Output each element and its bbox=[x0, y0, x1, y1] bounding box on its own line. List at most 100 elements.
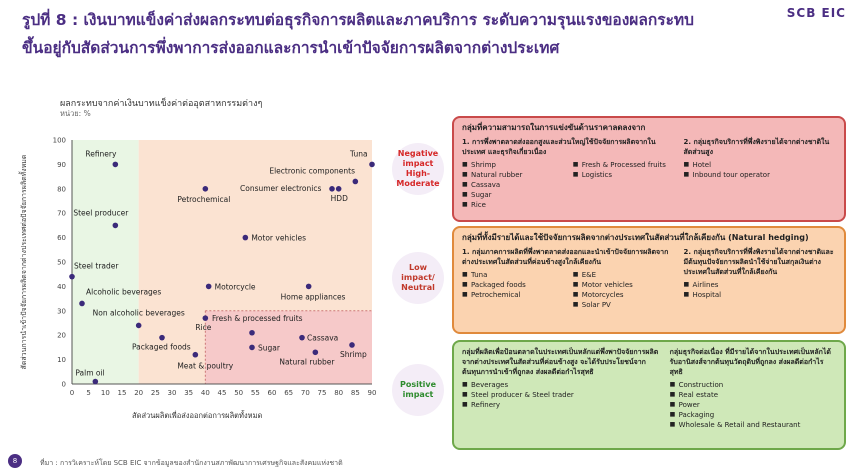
y-tick-label: 70 bbox=[57, 210, 66, 218]
scatter-point bbox=[135, 322, 142, 329]
point-label: Fresh & processed fruits bbox=[212, 314, 303, 323]
list-item: Motor vehicles bbox=[573, 280, 676, 290]
industry-list: BeveragesSteel producer & Steel traderRe… bbox=[462, 380, 662, 410]
x-tick-label: 25 bbox=[151, 389, 160, 397]
list-item: Motorcycles bbox=[573, 290, 676, 300]
point-label: Sugar bbox=[258, 343, 281, 352]
list-item: E&E bbox=[573, 270, 676, 280]
x-tick-label: 55 bbox=[251, 389, 260, 397]
page-title: รูปที่ 8 : เงินบาทแข็งค่าส่งผลกระทบต่อธุ… bbox=[22, 6, 802, 62]
scatter-point bbox=[192, 351, 199, 358]
scatter-point bbox=[312, 349, 319, 356]
zone-negative bbox=[205, 310, 372, 384]
scatter-point bbox=[205, 283, 212, 290]
box-subheading: 1. กลุ่มภาคการผลิตที่พึ่งพาตลาดส่งออกและ… bbox=[462, 248, 669, 266]
scatter-point bbox=[159, 334, 165, 341]
y-tick-label: 0 bbox=[62, 381, 66, 389]
box-heading: กลุ่มที่ทั้งมีรายได้และใช้ปัจจัยการผลิตจ… bbox=[462, 233, 809, 242]
x-tick-label: 85 bbox=[351, 389, 360, 397]
point-label: Natural rubber bbox=[279, 357, 335, 366]
chart-unit: หน่วย: % bbox=[60, 109, 91, 118]
list-item: Petrochemical bbox=[462, 290, 565, 300]
x-tick-label: 65 bbox=[284, 389, 293, 397]
scatter-point bbox=[202, 186, 209, 192]
box-subheading: กลุ่มที่ผลิตเพื่อป้อนตลาดในประเทศเป็นหลั… bbox=[462, 348, 659, 376]
point-label: Alcoholic beverages bbox=[86, 287, 161, 296]
industry-list: HotelInbound tour operator bbox=[684, 160, 837, 180]
list-item: Tuna bbox=[462, 270, 565, 280]
scatter-point bbox=[112, 222, 119, 229]
low-impact-label: Low impact/ Neutral bbox=[392, 252, 444, 304]
x-tick-label: 35 bbox=[184, 389, 193, 397]
point-label: Tuna bbox=[349, 149, 368, 158]
industry-list: E&EMotor vehiclesMotorcyclesSolar PV bbox=[573, 270, 676, 310]
point-label: Shrimp bbox=[340, 350, 367, 359]
page-number: 8 bbox=[8, 454, 22, 468]
industry-list: ConstructionReal estatePowerPackagingWho… bbox=[670, 380, 836, 430]
negative-impact-box: กลุ่มที่ความสามารถในการแข่งขันด้านราคาลด… bbox=[452, 116, 846, 222]
scatter-point bbox=[92, 378, 99, 385]
point-label: Home appliances bbox=[281, 292, 346, 301]
point-label: Meat & poultry bbox=[177, 362, 233, 371]
point-label: Palm oil bbox=[75, 369, 104, 378]
scatter-point bbox=[69, 273, 75, 280]
y-tick-label: 10 bbox=[57, 356, 66, 364]
y-tick-label: 80 bbox=[57, 185, 66, 193]
chart-title: ผลกระทบจากค่าเงินบาทแข็งค่าต่ออุตสาหกรรม… bbox=[60, 99, 263, 109]
y-tick-label: 60 bbox=[57, 234, 66, 242]
x-tick-label: 75 bbox=[318, 389, 327, 397]
scatter-point bbox=[305, 283, 312, 290]
x-tick-label: 5 bbox=[86, 389, 90, 397]
scatter-point bbox=[369, 161, 375, 168]
point-label: Petrochemical bbox=[177, 195, 230, 204]
list-item: Steel producer & Steel trader bbox=[462, 390, 662, 400]
y-tick-label: 30 bbox=[57, 307, 66, 315]
point-label: Steel trader bbox=[74, 262, 119, 271]
y-tick-label: 40 bbox=[57, 283, 66, 291]
x-axis-label: สัดส่วนผลิตเพื่อส่งออกต่อการผลิตทั้งหมด bbox=[132, 410, 263, 420]
list-item: Airlines bbox=[684, 280, 837, 290]
scatter-point bbox=[299, 334, 305, 341]
source-note: ที่มา : การวิเคราะห์โดย SCB EIC จากข้อมู… bbox=[40, 459, 343, 467]
box-heading: กลุ่มที่ความสามารถในการแข่งขันด้านราคาลด… bbox=[462, 123, 646, 132]
scatter-point bbox=[242, 234, 249, 241]
x-tick-label: 15 bbox=[118, 389, 127, 397]
x-tick-label: 70 bbox=[301, 389, 310, 397]
list-item: Logistics bbox=[573, 170, 676, 180]
point-label: Cassava bbox=[307, 334, 338, 343]
list-item: Beverages bbox=[462, 380, 662, 390]
box-subheading: 1. การพึ่งพาตลาดส่งออกสูงและส่วนใหญ่ใช้ป… bbox=[462, 138, 656, 156]
y-tick-label: 90 bbox=[57, 161, 66, 169]
scatter-point bbox=[112, 161, 119, 168]
list-item: Wholesale & Retail and Restaurant bbox=[670, 420, 836, 430]
scatter-point bbox=[329, 186, 335, 192]
industry-list: AirlinesHospital bbox=[684, 280, 837, 300]
scb-eic-logo: SCB EIC bbox=[786, 6, 846, 20]
scatter-point bbox=[335, 186, 342, 192]
point-label: Motorcycle bbox=[215, 282, 256, 291]
list-item: Inbound tour operator bbox=[684, 170, 837, 180]
list-item: Fresh & Processed fruits bbox=[573, 160, 676, 170]
point-label: Consumer electronics bbox=[240, 184, 321, 193]
y-tick-label: 100 bbox=[53, 137, 66, 145]
scatter-point bbox=[352, 178, 359, 185]
point-label: Non alcoholic beverages bbox=[93, 308, 185, 317]
box-subheading: 2. กลุ่มธุรกิจบริการที่พึ่งพิงรายได้จากต… bbox=[683, 138, 830, 156]
x-tick-label: 45 bbox=[218, 389, 227, 397]
scatter-point bbox=[249, 329, 255, 336]
point-label: HDD bbox=[331, 194, 348, 203]
list-item: Shrimp bbox=[462, 160, 565, 170]
point-label: Rice bbox=[195, 323, 211, 332]
list-item: Power bbox=[670, 400, 836, 410]
list-item: Sugar bbox=[462, 190, 565, 200]
point-label: Packaged foods bbox=[132, 343, 191, 352]
positive-impact-label: Positive impact bbox=[392, 364, 444, 416]
list-item: Cassava bbox=[462, 180, 565, 190]
point-label: Electronic components bbox=[269, 166, 355, 175]
list-item: Real estate bbox=[670, 390, 836, 400]
title-line-1: รูปที่ 8 : เงินบาทแข็งค่าส่งผลกระทบต่อธุ… bbox=[22, 11, 694, 29]
point-label: Steel producer bbox=[73, 208, 129, 217]
industry-list: Fresh & Processed fruitsLogistics bbox=[573, 160, 676, 210]
